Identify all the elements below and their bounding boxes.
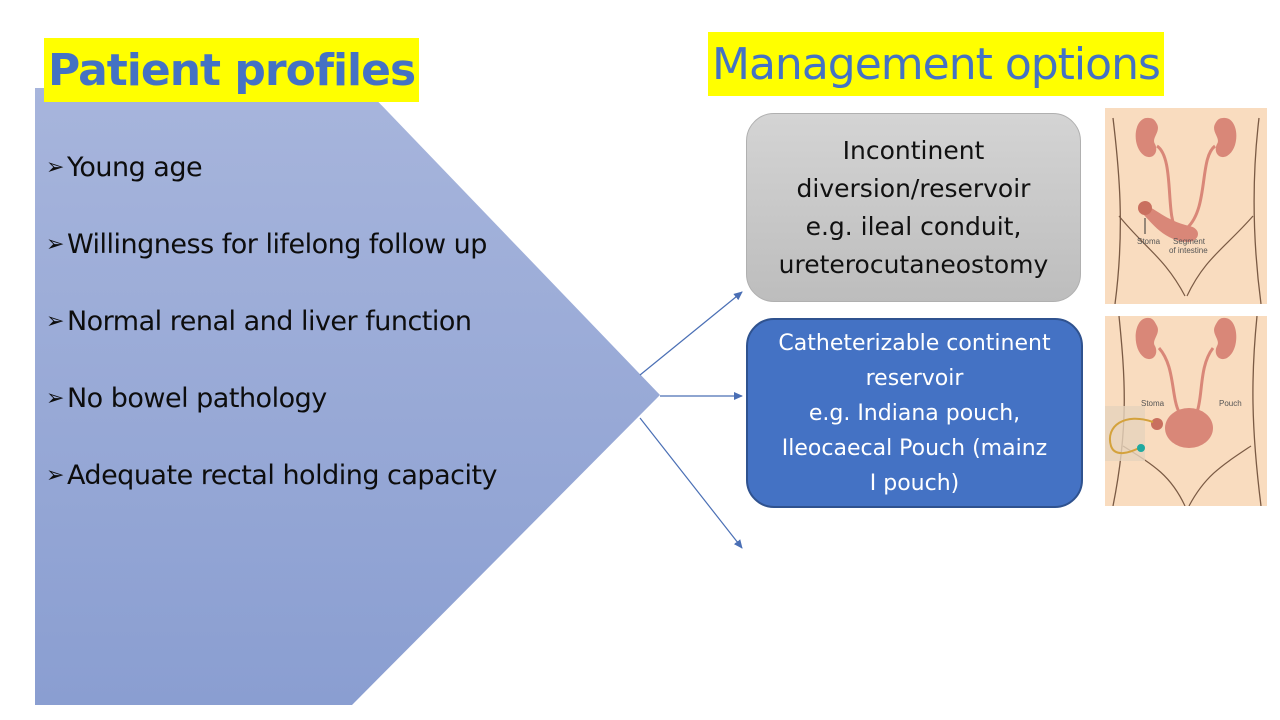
option-line: e.g. Indiana pouch, [808,400,1021,426]
intestine-segment [1143,204,1198,242]
arrow-bullet-icon: ➢ [46,463,64,488]
option-line: reservoir [865,365,964,391]
intestine-label: of intestine [1169,246,1208,255]
left-kidney-icon [1135,117,1158,158]
patient-profile-list: ➢Young age ➢Willingness for lifelong fol… [46,148,498,533]
profile-text: Willingness for lifelong follow up [66,229,487,260]
profile-text: Adequate rectal holding capacity [66,460,498,491]
option-line: I pouch) [869,470,960,496]
option-line: e.g. ileal conduit, [805,211,1022,241]
profile-text: No bowel pathology [66,383,327,414]
incontinent-diversion-box: Incontinent diversion/reservoir e.g. ile… [746,113,1081,302]
segment-label: Segment [1173,237,1206,246]
patient-profile-chevron [35,88,660,705]
arrow-to-incontinent [639,291,743,376]
option-line: Incontinent [842,135,985,165]
ileal-conduit-illustration: Stoma Segment of intestine [1105,108,1267,304]
stoma-label: Stoma [1137,237,1161,246]
arrow-bullet-icon: ➢ [46,309,64,334]
profile-item: ➢Adequate rectal holding capacity [46,456,498,533]
arrow-bullet-icon: ➢ [46,232,64,257]
option-line: ureterocutaneostomy [778,249,1049,279]
arrow-to-empty-option [639,417,743,549]
right-kidney-icon [1214,317,1237,360]
left-kidney-icon [1135,317,1158,360]
stoma-icon [1151,418,1163,430]
profile-item: ➢Normal renal and liver function [46,302,497,379]
profile-text: Young age [66,152,203,183]
arrow-bullet-icon: ➢ [46,386,64,411]
right-kidney-icon [1214,117,1237,158]
stoma-icon [1138,201,1152,215]
profile-item: ➢Willingness for lifelong follow up [46,225,497,302]
continent-pouch-illustration: Stoma Pouch [1105,316,1267,506]
pouch-label: Pouch [1219,399,1242,408]
option-line: Catheterizable continent [778,330,1051,356]
option-line: Ileocaecal Pouch (mainz [781,435,1048,461]
profile-text: Normal renal and liver function [66,306,472,337]
management-options-title: Management options [708,32,1164,96]
option-line: diversion/reservoir [796,173,1031,203]
pouch-icon [1165,408,1213,448]
patient-profiles-title: Patient profiles [44,38,420,102]
catheter-icon [1108,417,1154,454]
continent-reservoir-box: Catheterizable continent reservoir e.g. … [746,318,1083,508]
profile-item: ➢No bowel pathology [46,379,497,456]
profile-item: ➢Young age [46,148,497,225]
arrow-bullet-icon: ➢ [46,155,64,180]
stoma-label: Stoma [1141,399,1165,408]
